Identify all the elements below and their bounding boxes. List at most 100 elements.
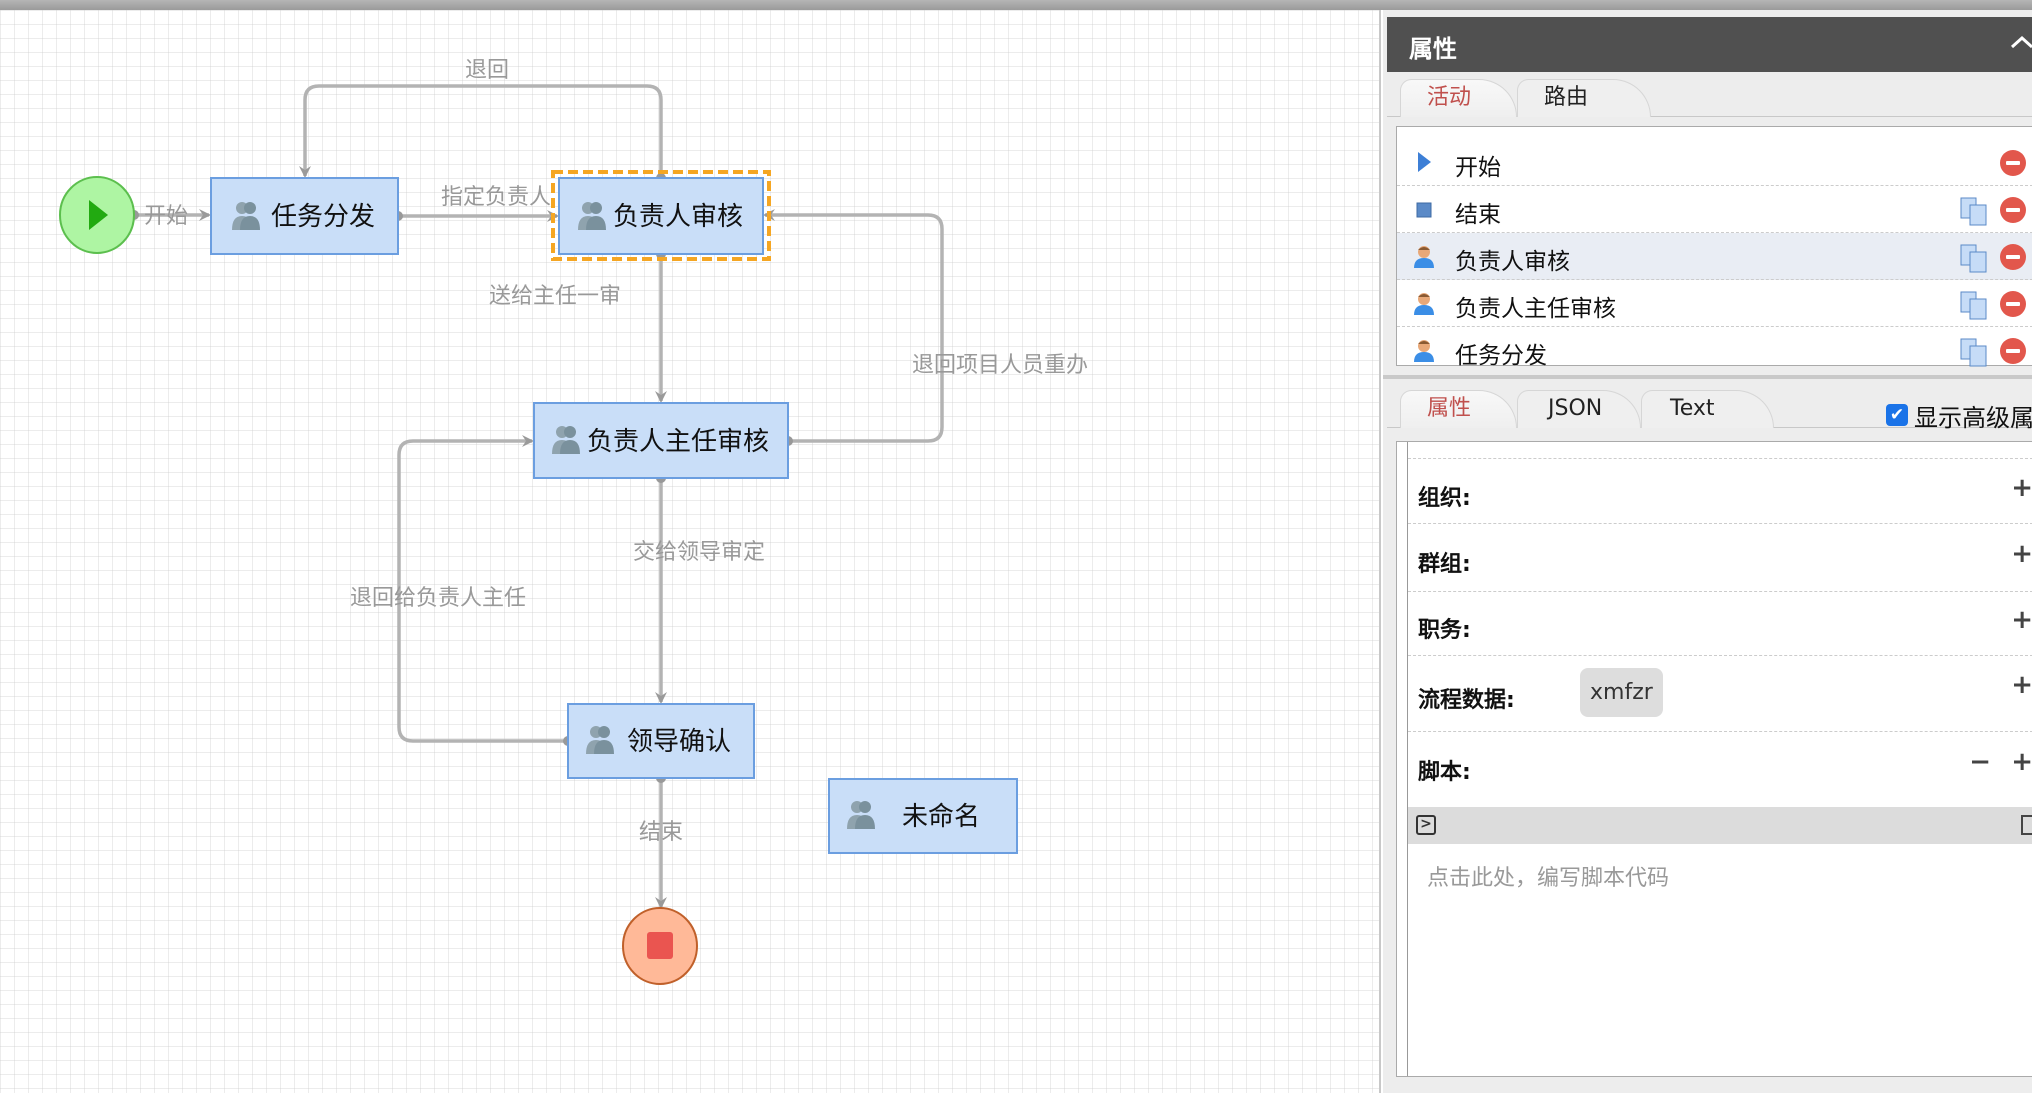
show-advanced-toggle[interactable]: ✔ 显示高级属性 [1886,400,2032,430]
list-item-label: 结束 [1455,202,1501,228]
activity-list: 开始 结束 负责人审核 负责人主任审核 任务分发 [1396,126,2032,369]
task-node-unnamed[interactable]: 未命名 [828,778,1018,854]
edge-label: 送给主任一审 [489,284,621,309]
users-icon [578,202,606,230]
user-icon [1414,293,1434,315]
task-label: 负责人审核 [613,202,743,232]
tab-json[interactable]: JSON [1517,390,1641,428]
task-node-dispatch[interactable]: 任务分发 [210,177,399,255]
panel-footer [1383,1077,2032,1093]
edge-leader-to-end[interactable]: 结束 [639,773,683,909]
plus-icon[interactable]: + [2011,747,2032,777]
task-label: 领导确认 [627,727,731,757]
task-node-owner-review[interactable]: 负责人审核 [551,170,771,261]
task-node-leader-confirm[interactable]: 领导确认 [567,703,755,779]
users-icon [847,801,875,829]
panel-splitter[interactable] [1383,375,2032,379]
list-item-owner-director-review[interactable]: 负责人主任审核 [1397,280,2032,327]
field-organization: 组织: + [1408,458,2032,523]
user-icon [1414,246,1434,268]
edge-director-return[interactable]: 退回项目人员重办 [763,209,1088,446]
terminal-icon[interactable]: > [1416,815,1436,835]
end-node[interactable] [622,907,698,985]
list-item-label: 开始 [1455,155,1501,181]
form-gutter [1407,442,1408,1076]
edge-director-to-leader[interactable]: 交给领导审定 [633,473,765,704]
list-item-label: 负责人审核 [1455,249,1570,275]
users-icon [552,426,580,454]
script-toolbar: > [1408,807,2032,844]
edge-start-to-dispatch[interactable]: 开始 [129,204,211,229]
edge-label: 退回 [465,58,509,83]
start-node[interactable] [59,176,135,254]
edge-label: 指定负责人 [441,185,551,210]
tab-properties[interactable]: 属性 [1400,390,1517,428]
copy-icon[interactable] [1959,290,1989,320]
edge-label: 退回项目人员重办 [912,353,1088,378]
checkbox-checked-icon[interactable]: ✔ [1886,404,1908,426]
field-script: 脚本: − + [1408,731,2032,797]
stop-icon [647,932,673,959]
copy-icon[interactable] [1959,337,1989,367]
field-label: 组织: [1418,486,1471,511]
properties-panel: 属性 活动 路由 开始 结束 负责人审核 负责人主任审核 [1383,10,2032,1093]
list-item-task-dispatch[interactable]: 任务分发 [1397,327,2032,374]
edge-owner-review-to-director[interactable]: 送给主任一审 [489,249,667,403]
plus-icon[interactable]: + [2011,539,2032,569]
edge-dispatch-to-owner-review[interactable]: 指定负责人 [393,185,559,222]
copy-icon[interactable] [1959,243,1989,273]
task-label: 任务分发 [271,202,375,232]
workflow-diagram[interactable]: 开始 指定负责人 退回 送给主任一审 退回项目人员重办 交给领导审定 退回给负责… [0,0,1381,1093]
list-item-label: 负责人主任审核 [1455,296,1616,322]
list-item-label: 任务分发 [1455,343,1547,369]
remove-icon[interactable] [1999,290,2027,318]
edge-label: 开始 [144,204,188,229]
field-duty: 职务: + [1408,591,2032,655]
list-item-start[interactable]: 开始 [1397,139,2032,186]
remove-icon[interactable] [1999,337,2027,365]
edge-label: 交给领导审定 [633,540,765,565]
properties-form: 组织: + 群组: + 职务: + 流程数据: xmfzr + 脚本: − + … [1396,441,2032,1077]
tab-activities[interactable]: 活动 [1400,79,1517,117]
tab-label: 属性 [1427,396,1472,421]
edge-label: 退回给负责人主任 [350,586,526,611]
window-icon[interactable] [2021,815,2032,835]
tab-label: 路由 [1544,85,1589,110]
window-top-bar [0,0,2032,10]
panel-title: 属性 [1409,35,1457,63]
tab-label: JSON [1548,396,1603,421]
plus-icon[interactable]: + [2011,670,2032,700]
plus-icon[interactable]: + [2011,473,2032,503]
tab-routes[interactable]: 路由 [1517,79,1651,117]
tab-label: 活动 [1427,85,1472,110]
selection-outline [551,170,771,261]
users-icon [232,202,260,230]
task-node-owner-director-review[interactable]: 负责人主任审核 [533,402,789,479]
list-item-end[interactable]: 结束 [1397,186,2032,233]
edge-label: 结束 [639,820,683,845]
script-editor[interactable]: 点击此处，编写脚本代码 [1427,866,1670,891]
plus-icon[interactable]: + [2011,605,2032,635]
value-chip[interactable]: xmfzr [1580,668,1663,717]
edge-owner-review-return[interactable]: 退回 [299,58,666,183]
copy-icon[interactable] [1959,196,1989,226]
panel-header: 属性 [1387,17,2032,72]
tab-label: Text [1670,396,1715,421]
users-icon [586,726,614,754]
field-process-data: 流程数据: xmfzr + [1408,655,2032,731]
remove-icon[interactable] [1999,196,2027,224]
remove-icon[interactable] [1999,149,2027,177]
minus-icon[interactable]: − [1969,747,1991,777]
tab-text[interactable]: Text [1641,390,1774,428]
remove-icon[interactable] [1999,243,2027,271]
chevron-up-icon[interactable] [2008,31,2032,55]
edge-leader-return[interactable]: 退回给负责人主任 [350,435,573,746]
task-label: 未命名 [902,802,980,832]
field-label: 脚本: [1418,760,1471,785]
activity-route-tabs: 活动 路由 [1387,75,2032,117]
field-label: 群组: [1418,552,1471,577]
user-icon [1414,340,1434,362]
task-label: 负责人主任审核 [587,427,769,457]
show-advanced-label: 显示高级属性 [1914,403,2032,431]
list-item-owner-review[interactable]: 负责人审核 [1397,233,2032,280]
